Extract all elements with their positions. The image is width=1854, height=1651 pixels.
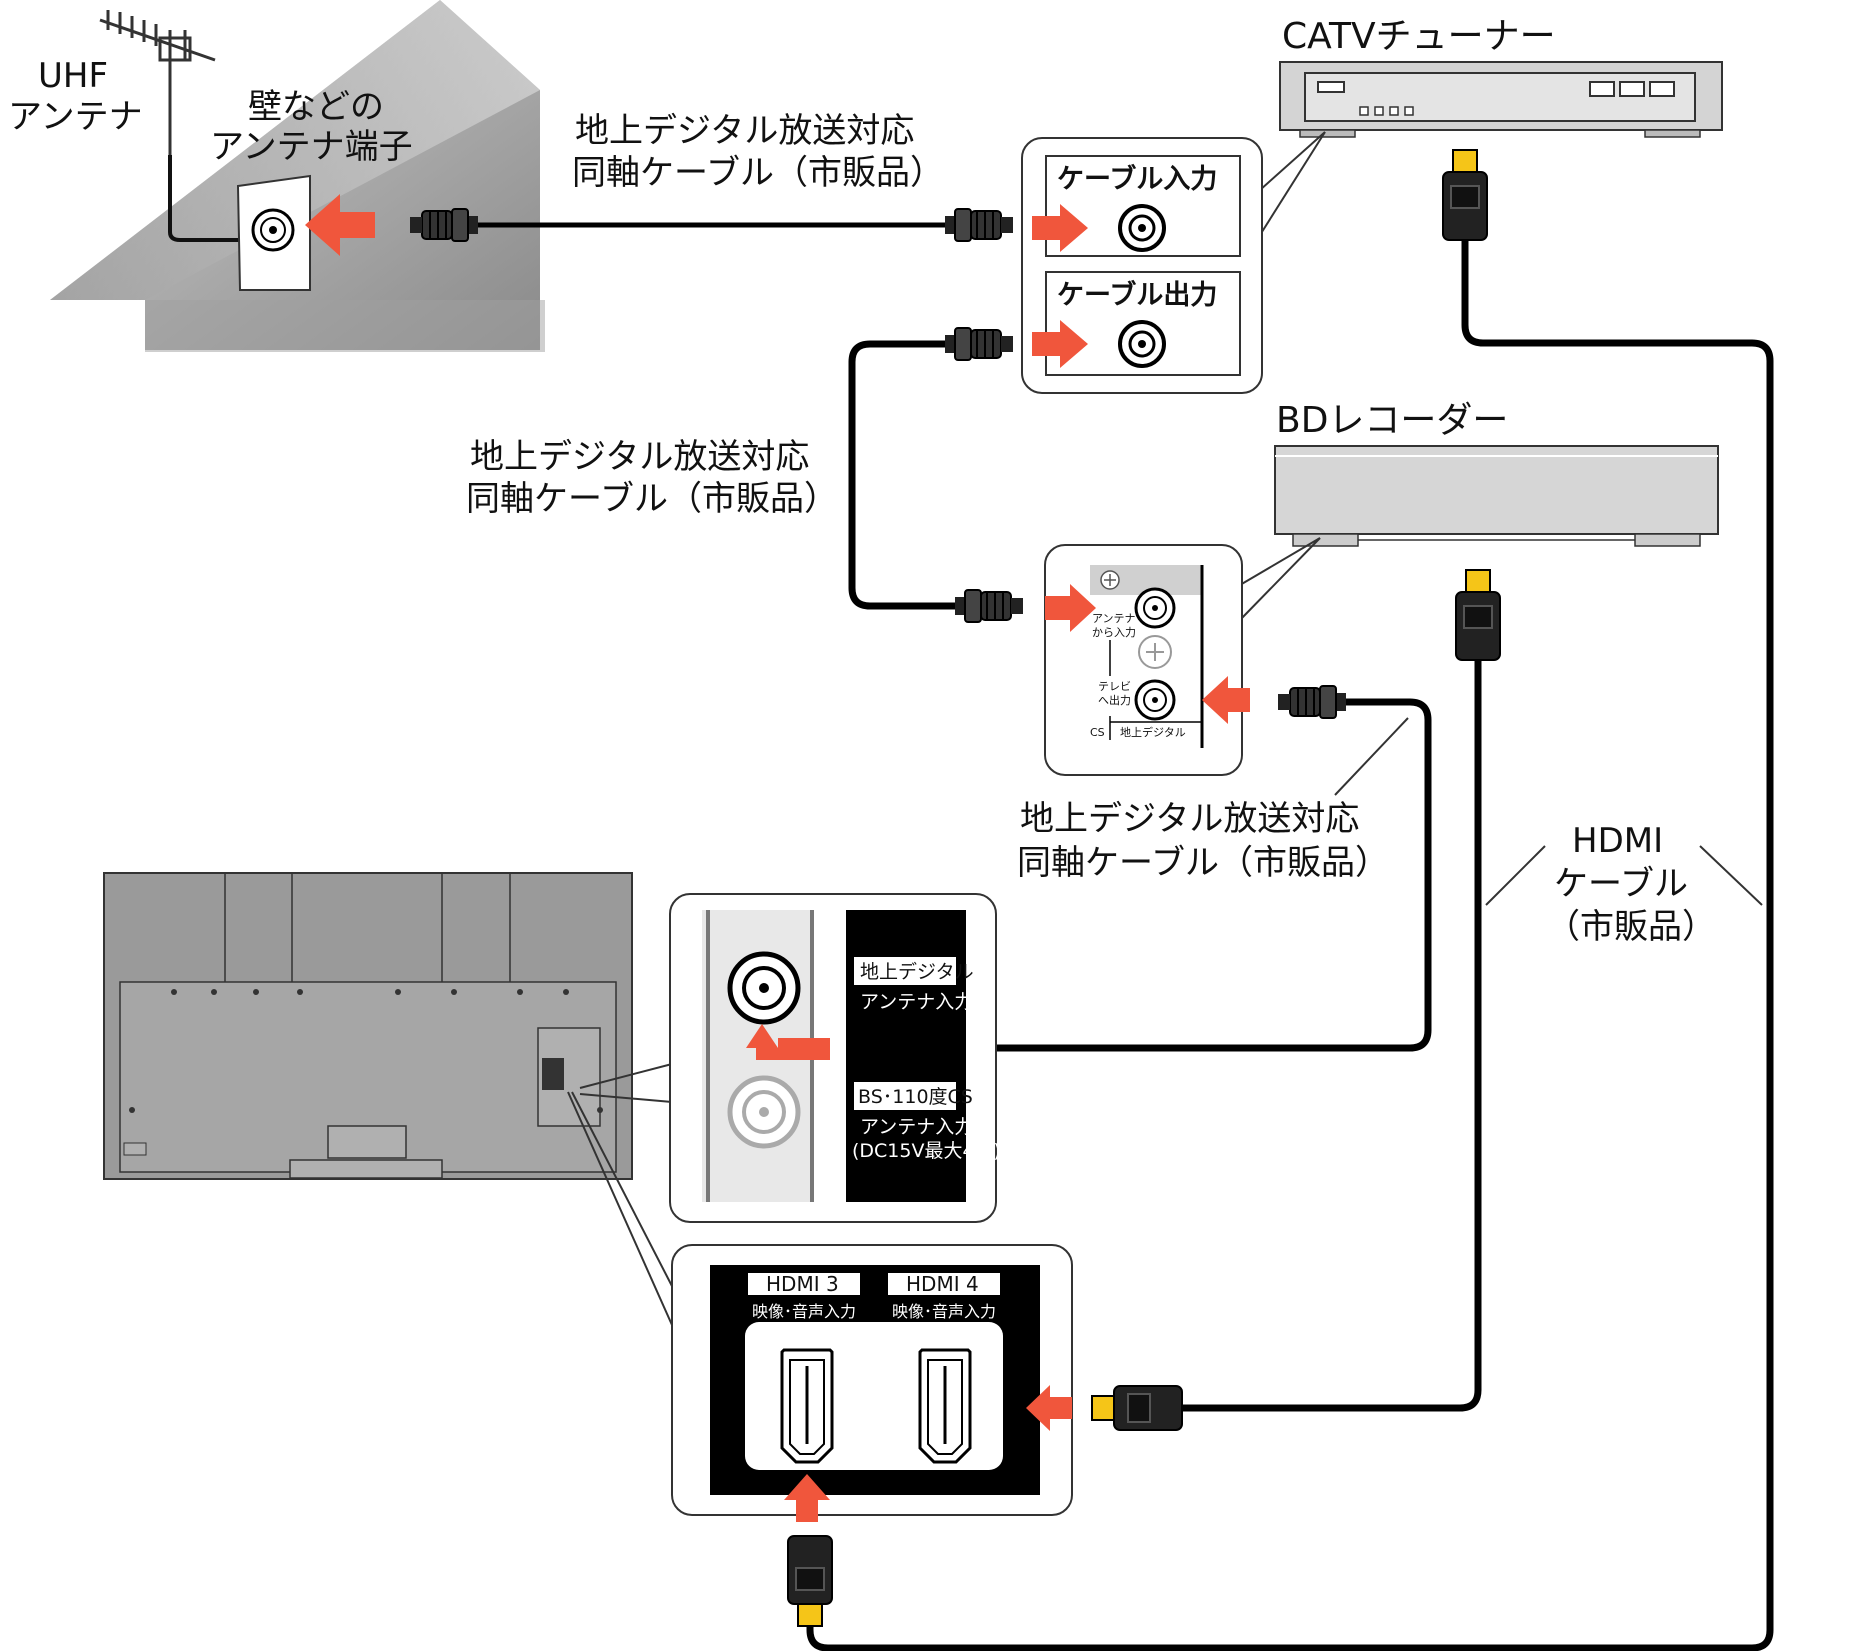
coax1-label-2: 同軸ケーブル（市販品） [572, 153, 944, 193]
arrow-to-tv-digital [746, 1024, 830, 1060]
wall-antenna-terminal [236, 174, 311, 291]
bd-port-in-label-2: から入力 [1092, 626, 1136, 639]
tv-digital-badge: 地上デジタル [860, 961, 974, 983]
arrow-to-catv-out [1032, 320, 1088, 368]
antenna-label-1: UHF [38, 56, 108, 96]
tv-digital-sub: アンテナ入力 [860, 991, 973, 1013]
tv-hdmi-callout [567, 1091, 1073, 1516]
arrow-to-hdmi4 [1026, 1385, 1072, 1431]
hdmi4-badge: HDMI 4 [906, 1272, 979, 1296]
bd-port-callout [1044, 537, 1321, 776]
arrow-to-hdmi3 [784, 1474, 830, 1522]
coax-cable-2 [848, 327, 1024, 623]
bd-port-in-label-1: アンテナ [1092, 612, 1136, 625]
coax-cable-3 [849, 685, 1432, 1065]
bd-port-out-label-2: へ出力 [1098, 693, 1131, 707]
hdmi4-sub: 映像･音声入力 [892, 1302, 996, 1321]
tv-bs-sub1: アンテナ入力 [860, 1116, 973, 1138]
uhf-antenna-icon [99, 10, 260, 242]
house-wall [50, 0, 545, 352]
wall-label-1: 壁などの [248, 87, 384, 127]
hdmi-label-1: HDMI [1572, 821, 1663, 861]
coax3-label-1: 地上デジタル放送対応 [1020, 799, 1359, 839]
bd-title: BDレコーダー [1276, 400, 1508, 441]
tv-antenna-callout [579, 893, 997, 1223]
hdmi3-badge: HDMI 3 [766, 1272, 839, 1296]
catv-port-in-label: ケーブル入力 [1057, 163, 1217, 195]
bd-cs-label: CS [1090, 726, 1105, 739]
catv-title: CATVチューナー [1282, 16, 1556, 57]
coax2-label-2: 同軸ケーブル（市販品） [466, 479, 838, 519]
hdmi-label-2: ケーブル [1554, 864, 1688, 904]
arrow-to-bd-in [1045, 584, 1096, 632]
coax1-label-1: 地上デジタル放送対応 [575, 111, 914, 151]
hdmi-cable-catv [787, 149, 1774, 1651]
tv-bs-sub2: (DC15V最大4W) [852, 1140, 1001, 1162]
tv-back [103, 872, 633, 1180]
hdmi3-sub: 映像･音声入力 [752, 1302, 856, 1321]
bd-recorder [1274, 445, 1719, 547]
coax2-label-1: 地上デジタル放送対応 [470, 437, 809, 477]
catv-tuner [1279, 61, 1723, 138]
hdmi-cable-bd [1091, 569, 1501, 1431]
bd-digital-label: 地上デジタル [1120, 725, 1186, 739]
coax3-label-2: 同軸ケーブル（市販品） [1017, 843, 1389, 883]
antenna-label-2: アンテナ [8, 97, 143, 137]
tv-bs-badge: BS･110度CS [858, 1086, 973, 1108]
catv-port-callout [1021, 131, 1326, 394]
arrow-to-wall [305, 194, 375, 256]
catv-port-out-label: ケーブル出力 [1057, 279, 1217, 311]
hdmi-label-3: （市販品） [1546, 907, 1716, 947]
hdmi-label-leader-right [1699, 845, 1763, 906]
arrow-from-bd-out [1202, 676, 1250, 724]
wall-label-2: アンテナ端子 [210, 127, 413, 167]
hdmi-label-leader-left [1485, 845, 1546, 906]
bd-port-out-label-1: テレビ [1098, 680, 1131, 693]
arrow-to-catv-in [1032, 204, 1088, 252]
coax-cable-1 [409, 208, 1014, 242]
